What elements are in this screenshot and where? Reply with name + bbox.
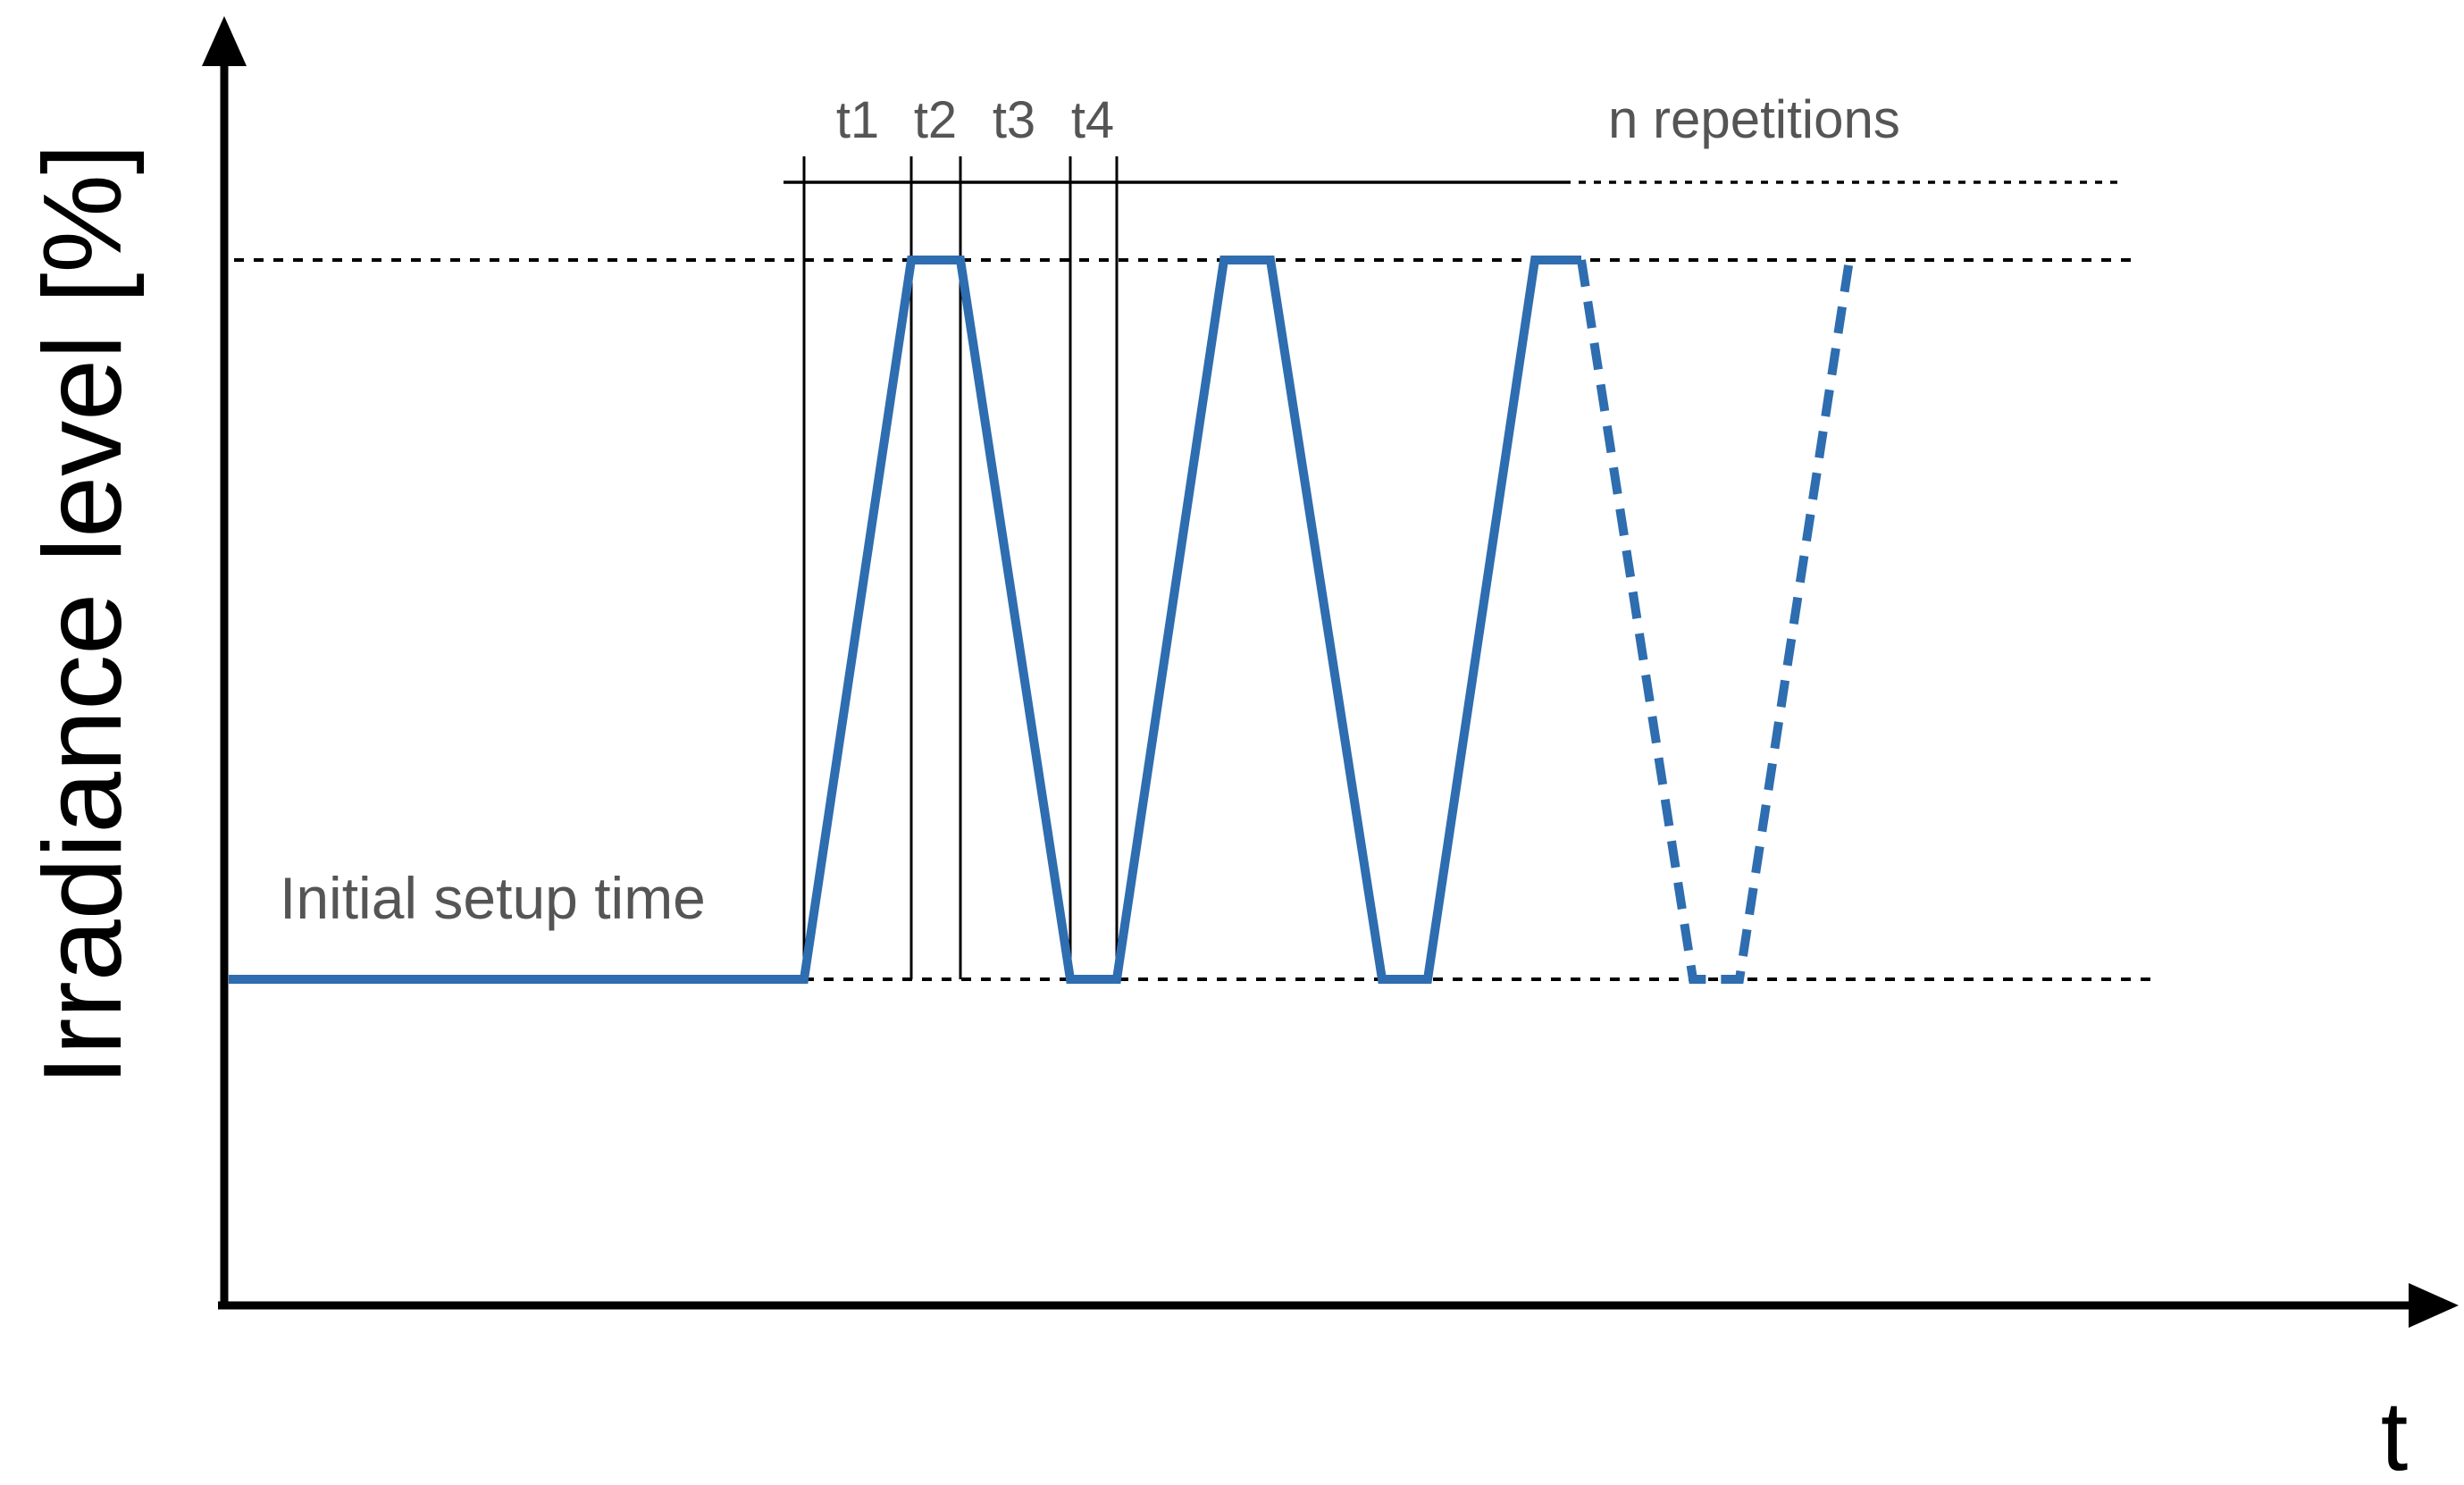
y-axis-arrow <box>202 16 247 66</box>
reference-levels <box>234 258 2158 981</box>
initial-setup-label: Initial setup time <box>280 865 706 931</box>
phase-label-t2: t2 <box>914 91 957 149</box>
axes <box>202 16 2459 1328</box>
phase-boundaries <box>802 156 1119 979</box>
repetitions-label: n repetitions <box>1608 89 1900 149</box>
phase-label-t1: t1 <box>836 91 879 149</box>
y-axis-title: Irradiance level [%] <box>21 144 145 1086</box>
irradiance-signal <box>229 256 1854 984</box>
phase-labels: t1 t2 t3 t4 <box>836 91 1114 149</box>
signal-solid <box>229 256 1581 984</box>
phase-label-t3: t3 <box>993 91 1035 149</box>
x-axis-arrow <box>2409 1283 2459 1328</box>
signal-dotted <box>1577 259 1854 984</box>
phase-label-t4: t4 <box>1071 91 1114 149</box>
x-axis-title: t <box>2381 1381 2409 1485</box>
